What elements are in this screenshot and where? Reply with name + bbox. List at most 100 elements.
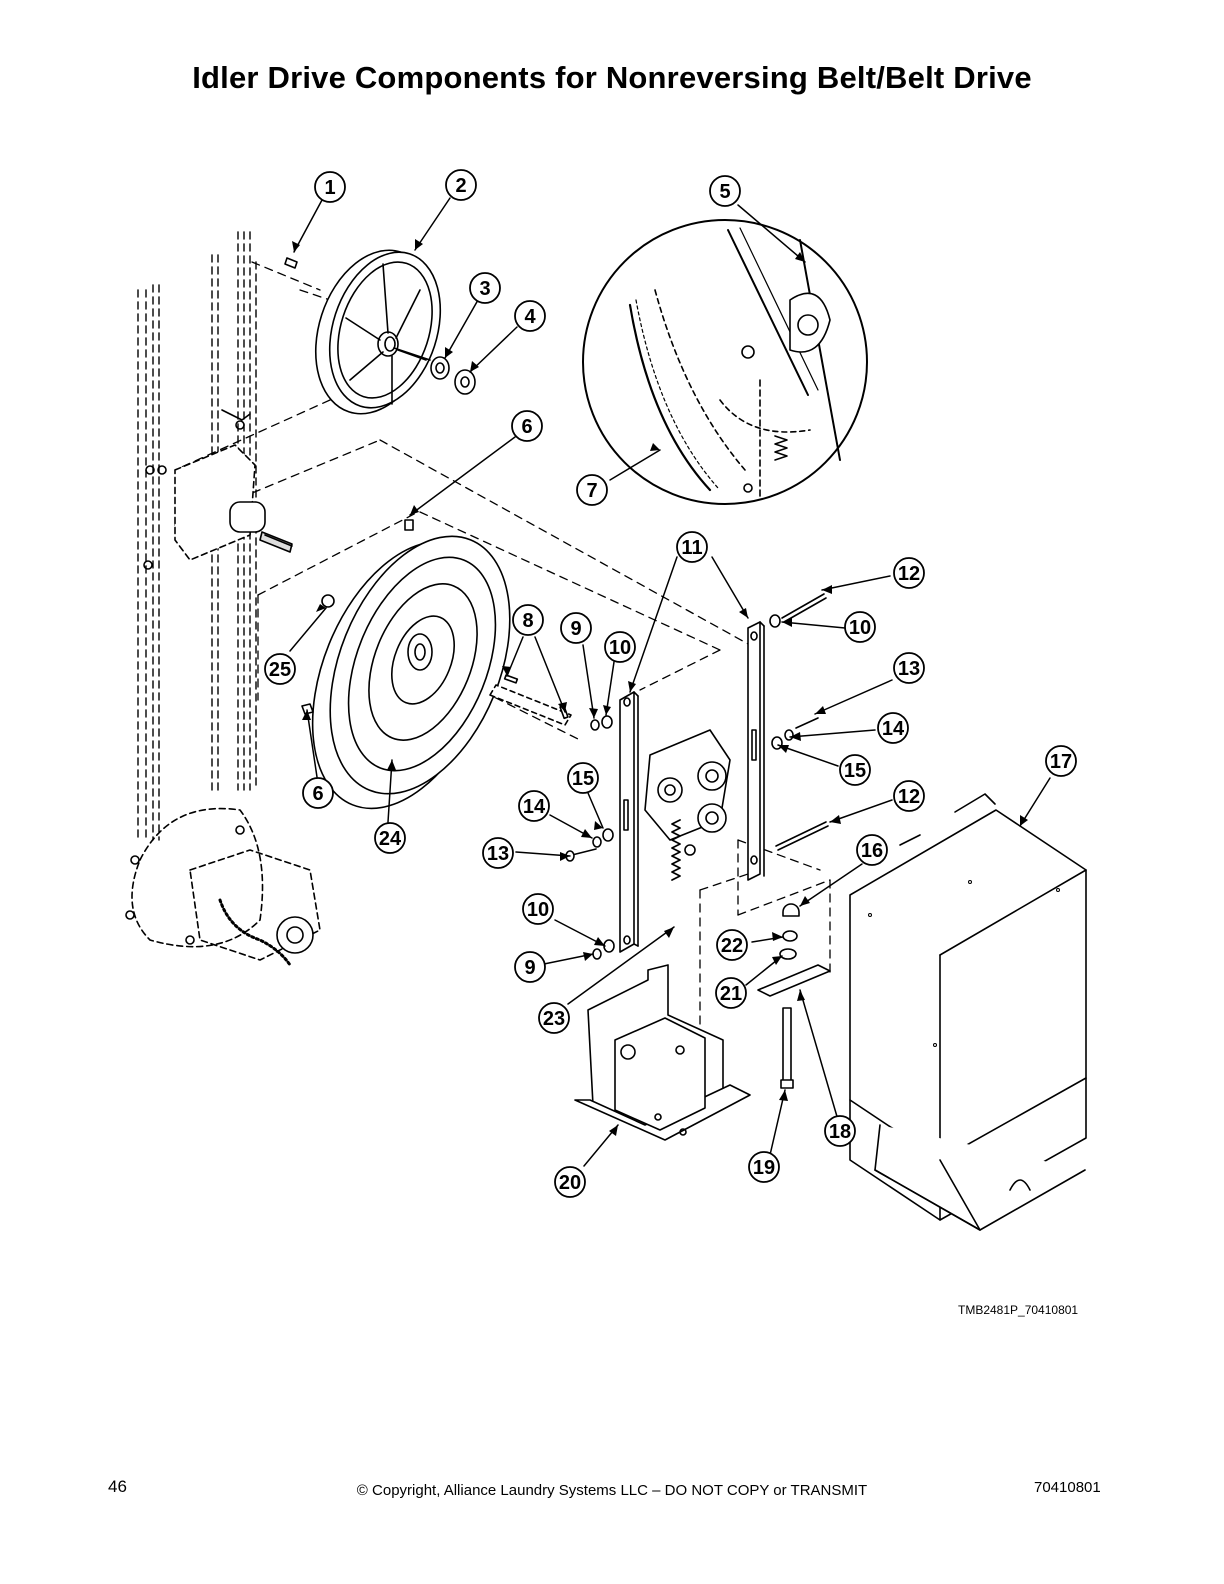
callout-label: 13 — [898, 658, 920, 680]
callout-label: 22 — [721, 935, 743, 957]
callout-label: 1 — [324, 177, 335, 199]
bolt-part-6-lower — [301, 703, 314, 715]
idler-arm-part-11-right — [747, 621, 765, 881]
callout-15-left — [567, 762, 599, 794]
callout-label: 15 — [572, 768, 594, 790]
callout-leaders — [289, 197, 1051, 1167]
mounting-bracket-part-20 — [574, 964, 751, 1141]
callout-11 — [676, 531, 708, 563]
callout-label: 14 — [882, 718, 905, 740]
callout-21 — [715, 977, 747, 1009]
lock-washer-part-21 — [779, 948, 797, 960]
callout-label: 18 — [829, 1121, 851, 1143]
callout-17 — [1045, 745, 1077, 777]
bolt-part-19 — [780, 1007, 794, 1089]
callout-label: 7 — [586, 480, 597, 502]
callout-numbers: 1 2 3 4 5 6 7 11 12 10 13 14 15 17 12 16… — [269, 175, 1072, 1194]
callout-label: 20 — [559, 1172, 581, 1194]
idler-pulley-part-24 — [311, 535, 511, 810]
callout-24 — [374, 822, 406, 854]
callout-label: 21 — [720, 983, 742, 1005]
callout-9-upper — [560, 612, 592, 644]
plate-part-18 — [757, 964, 831, 997]
callout-10-right — [844, 611, 876, 643]
callout-label: 17 — [1050, 751, 1072, 773]
callout-label: 12 — [898, 786, 920, 808]
callout-1 — [314, 171, 346, 203]
callout-23 — [538, 1002, 570, 1034]
washer-part-25 — [321, 594, 335, 608]
callout-circles — [264, 169, 1077, 1198]
callout-label: 10 — [609, 637, 631, 659]
cap-nut-part-16 — [782, 903, 800, 917]
callout-label: 19 — [753, 1157, 775, 1179]
nut-part-22 — [782, 930, 798, 942]
callout-label: 10 — [849, 617, 871, 639]
callout-6-upper — [511, 410, 543, 442]
gearbox-assembly — [131, 807, 321, 961]
belt-guard-part-17 — [849, 793, 1087, 1231]
belt-detail-inset — [582, 219, 868, 505]
alignment-lines — [174, 261, 831, 1031]
page-number: 46 — [108, 1477, 127, 1496]
callout-label: 15 — [844, 760, 866, 782]
callout-label: 23 — [543, 1008, 565, 1030]
callout-14-right — [877, 712, 909, 744]
callout-label: 10 — [527, 899, 549, 921]
callout-label: 12 — [898, 563, 920, 585]
callout-7 — [576, 474, 608, 506]
callout-18 — [824, 1115, 856, 1147]
callout-4 — [514, 300, 546, 332]
callout-12-lower — [893, 780, 925, 812]
callout-22 — [716, 929, 748, 961]
callout-label: 3 — [479, 278, 490, 300]
callout-12-upper — [893, 557, 925, 589]
callout-5 — [709, 175, 741, 207]
callout-label: 9 — [524, 957, 535, 979]
callout-label: 24 — [379, 828, 402, 850]
callout-25 — [264, 653, 296, 685]
document-number: 70410801 — [1034, 1479, 1101, 1496]
callout-label: 25 — [269, 659, 291, 681]
callout-label: 4 — [524, 306, 536, 328]
callout-9-lower — [514, 951, 546, 983]
callout-15-right — [839, 754, 871, 786]
motor-shaft-assembly — [143, 409, 293, 570]
callout-label: 16 — [861, 840, 883, 862]
callout-label: 14 — [523, 796, 546, 818]
nut-part-4 — [454, 369, 476, 395]
idler-wheel-cluster — [644, 729, 731, 856]
callout-16 — [856, 834, 888, 866]
copyright-notice: © Copyright, Alliance Laundry Systems LL… — [356, 1482, 868, 1499]
callout-label: 2 — [455, 175, 466, 197]
callout-10-upper — [604, 631, 636, 663]
callout-label: 9 — [570, 618, 581, 640]
nut-part-3 — [430, 356, 450, 380]
idler-axle — [489, 674, 572, 726]
callout-3 — [469, 272, 501, 304]
figure-id: TMB2481P_70410801 — [958, 1303, 1079, 1317]
gearbox-detail — [125, 825, 314, 967]
key-part-1 — [284, 257, 298, 269]
callout-13-right — [893, 652, 925, 684]
callout-19 — [748, 1151, 780, 1183]
arrowheads — [292, 239, 1028, 1136]
callout-label: 6 — [521, 416, 532, 438]
spoked-pulley-part-2 — [314, 249, 442, 415]
callout-8 — [512, 604, 544, 636]
callout-14-left — [518, 790, 550, 822]
callout-13-left — [482, 837, 514, 869]
callout-20 — [554, 1166, 586, 1198]
callout-label: 11 — [681, 537, 702, 559]
bolt-part-6-upper — [404, 519, 414, 531]
callout-6-lower — [302, 777, 334, 809]
callout-label: 13 — [487, 843, 509, 865]
spring-part-23 — [671, 819, 681, 881]
callout-2 — [445, 169, 477, 201]
callout-label: 8 — [522, 610, 533, 632]
callout-label: 5 — [719, 181, 730, 203]
callout-10-lower — [522, 893, 554, 925]
page-title: Idler Drive Components for Nonreversing … — [192, 60, 1032, 95]
callout-label: 6 — [312, 783, 323, 805]
